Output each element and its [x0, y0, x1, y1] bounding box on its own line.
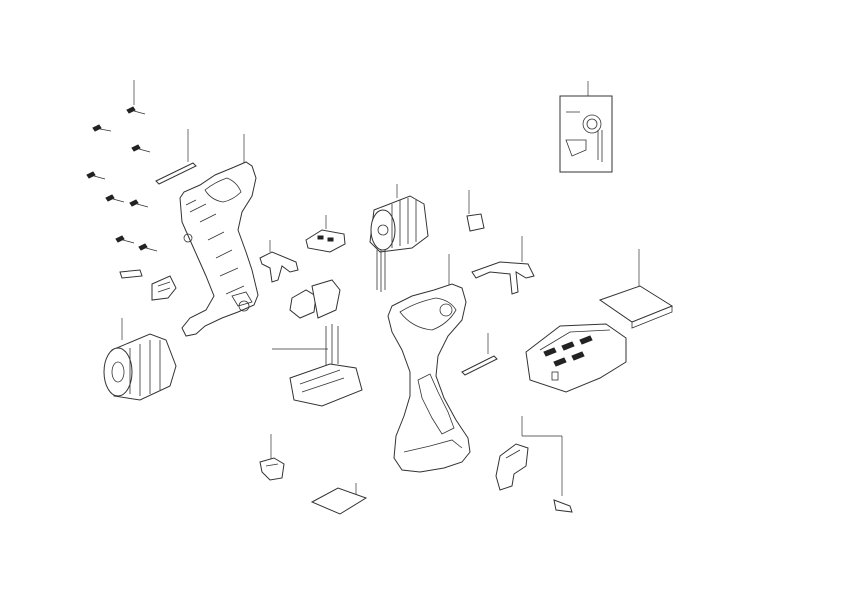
part-95-battery-cover	[598, 249, 674, 329]
housing-left-outline	[179, 161, 259, 337]
battery-pack	[525, 323, 627, 393]
part-17-label-strip-right	[461, 333, 498, 376]
part-3-gear-head	[103, 318, 177, 401]
part-4-housing-right	[387, 254, 471, 473]
manual-booklet-shape	[559, 95, 613, 173]
part-6-switch-slider	[305, 215, 346, 253]
part-16-screws	[86, 80, 158, 252]
part-15-bit-holder	[495, 416, 573, 513]
part-5-direction-lever	[259, 240, 299, 283]
part-9-electronics	[272, 279, 363, 407]
housing-right-outline	[387, 283, 471, 473]
part-8-belt-hook	[471, 236, 535, 295]
part-17-label-strip-left	[155, 129, 197, 185]
part-4-housing-left	[179, 134, 259, 337]
part-1001-manual	[559, 81, 613, 173]
part-12-clip	[259, 434, 285, 481]
part-7-motor	[369, 184, 429, 292]
part-13-rating-plate	[310, 483, 368, 515]
part-18-small-label	[466, 190, 485, 232]
small-pin-and-bracket	[119, 269, 177, 301]
